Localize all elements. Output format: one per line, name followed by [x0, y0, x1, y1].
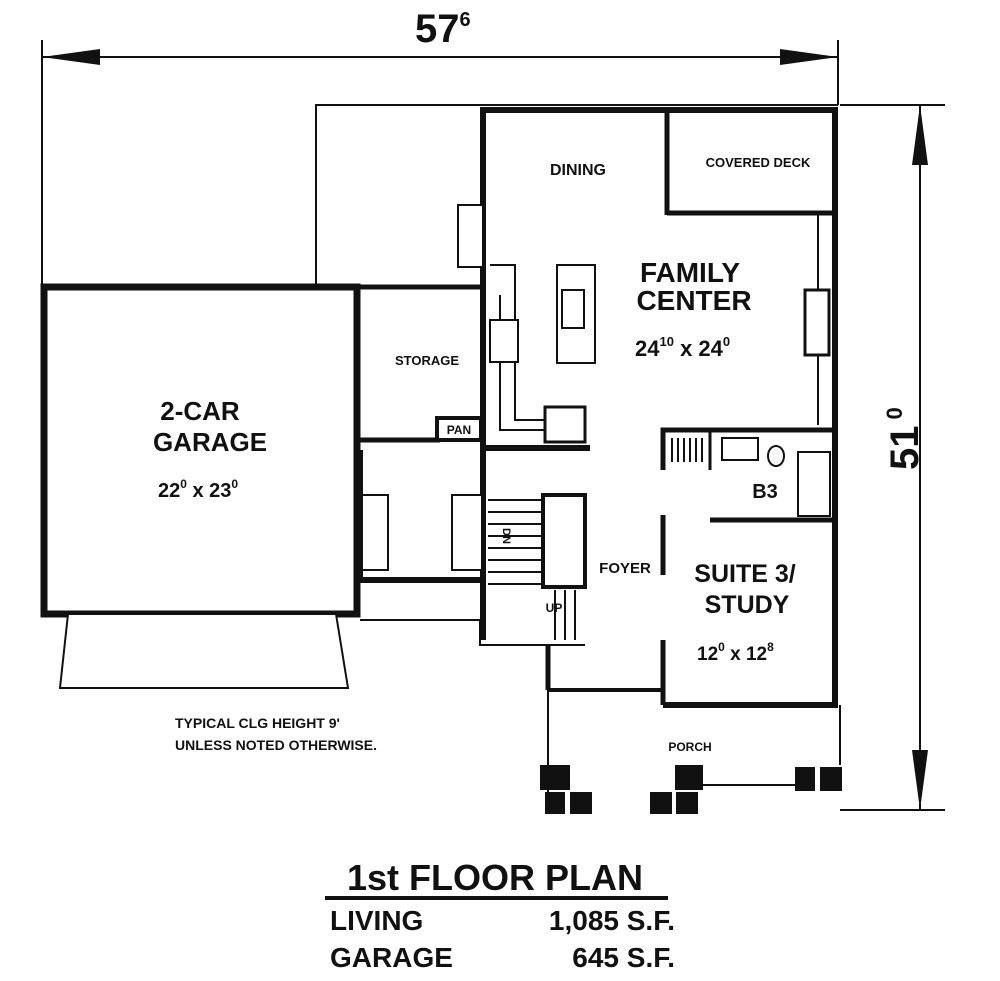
room-suite-line2: STUDY	[705, 591, 790, 619]
driveway-apron	[58, 613, 350, 689]
svg-text:576: 576	[415, 7, 471, 51]
room-suite-size: 120 x 128	[697, 640, 774, 665]
width-dimension: 576	[41, 7, 839, 290]
arrow-left-icon	[42, 49, 100, 65]
room-garage-line1: 2-CAR	[160, 396, 240, 426]
room-family-line2: CENTER	[636, 285, 751, 316]
cooktop	[489, 319, 519, 363]
svg-text:510: 51 0	[882, 407, 927, 470]
room-pantry: PAN	[447, 423, 471, 437]
stairs	[488, 499, 576, 640]
stair-up-label: UP	[546, 601, 563, 615]
toilet	[767, 445, 785, 467]
room-family-size: 2410 x 240	[635, 334, 730, 361]
pantry	[435, 416, 483, 442]
refrigerator	[543, 405, 587, 444]
walls	[40, 107, 842, 814]
room-bath: B3	[752, 481, 778, 503]
fireplace	[803, 288, 831, 357]
summary-garage-value: 645 S.F.	[572, 942, 675, 973]
room-family-line1: FAMILY	[640, 257, 740, 288]
porch-columns	[540, 765, 842, 814]
room-foyer: FOYER	[599, 560, 651, 577]
summary-living-label: LIVING	[330, 905, 423, 936]
depth-value: 51	[883, 426, 927, 471]
sink	[721, 437, 759, 461]
depth-sup: 0	[882, 407, 907, 419]
room-storage: STORAGE	[395, 353, 459, 368]
arrow-right-icon	[780, 49, 838, 65]
room-dining: DINING	[550, 162, 606, 179]
arrow-down-icon	[912, 750, 928, 810]
plan-title: 1st FLOOR PLAN	[347, 857, 643, 898]
width-value: 57	[415, 7, 460, 51]
room-porch: PORCH	[668, 740, 711, 754]
ceiling-note-line1: TYPICAL CLG HEIGHT 9'	[175, 715, 340, 731]
window-bay	[457, 204, 484, 268]
ceiling-note-line2: UNLESS NOTED OTHERWISE.	[175, 737, 377, 753]
arrow-up-icon	[912, 105, 928, 165]
depth-dimension: 51 0	[840, 104, 945, 811]
stair-down-label: DN	[500, 528, 512, 544]
room-garage-size: 220 x 230	[158, 477, 238, 502]
summary-garage-label: GARAGE	[330, 942, 453, 973]
stair-rail	[541, 493, 587, 589]
room-garage-line2: GARAGE	[153, 427, 267, 457]
bathtub	[797, 451, 831, 517]
room-covered-deck: COVERED DECK	[706, 155, 811, 170]
summary-living-value: 1,085 S.F.	[549, 905, 675, 936]
room-suite-line1: SUITE 3/	[694, 560, 795, 588]
width-sup: 6	[460, 9, 471, 31]
